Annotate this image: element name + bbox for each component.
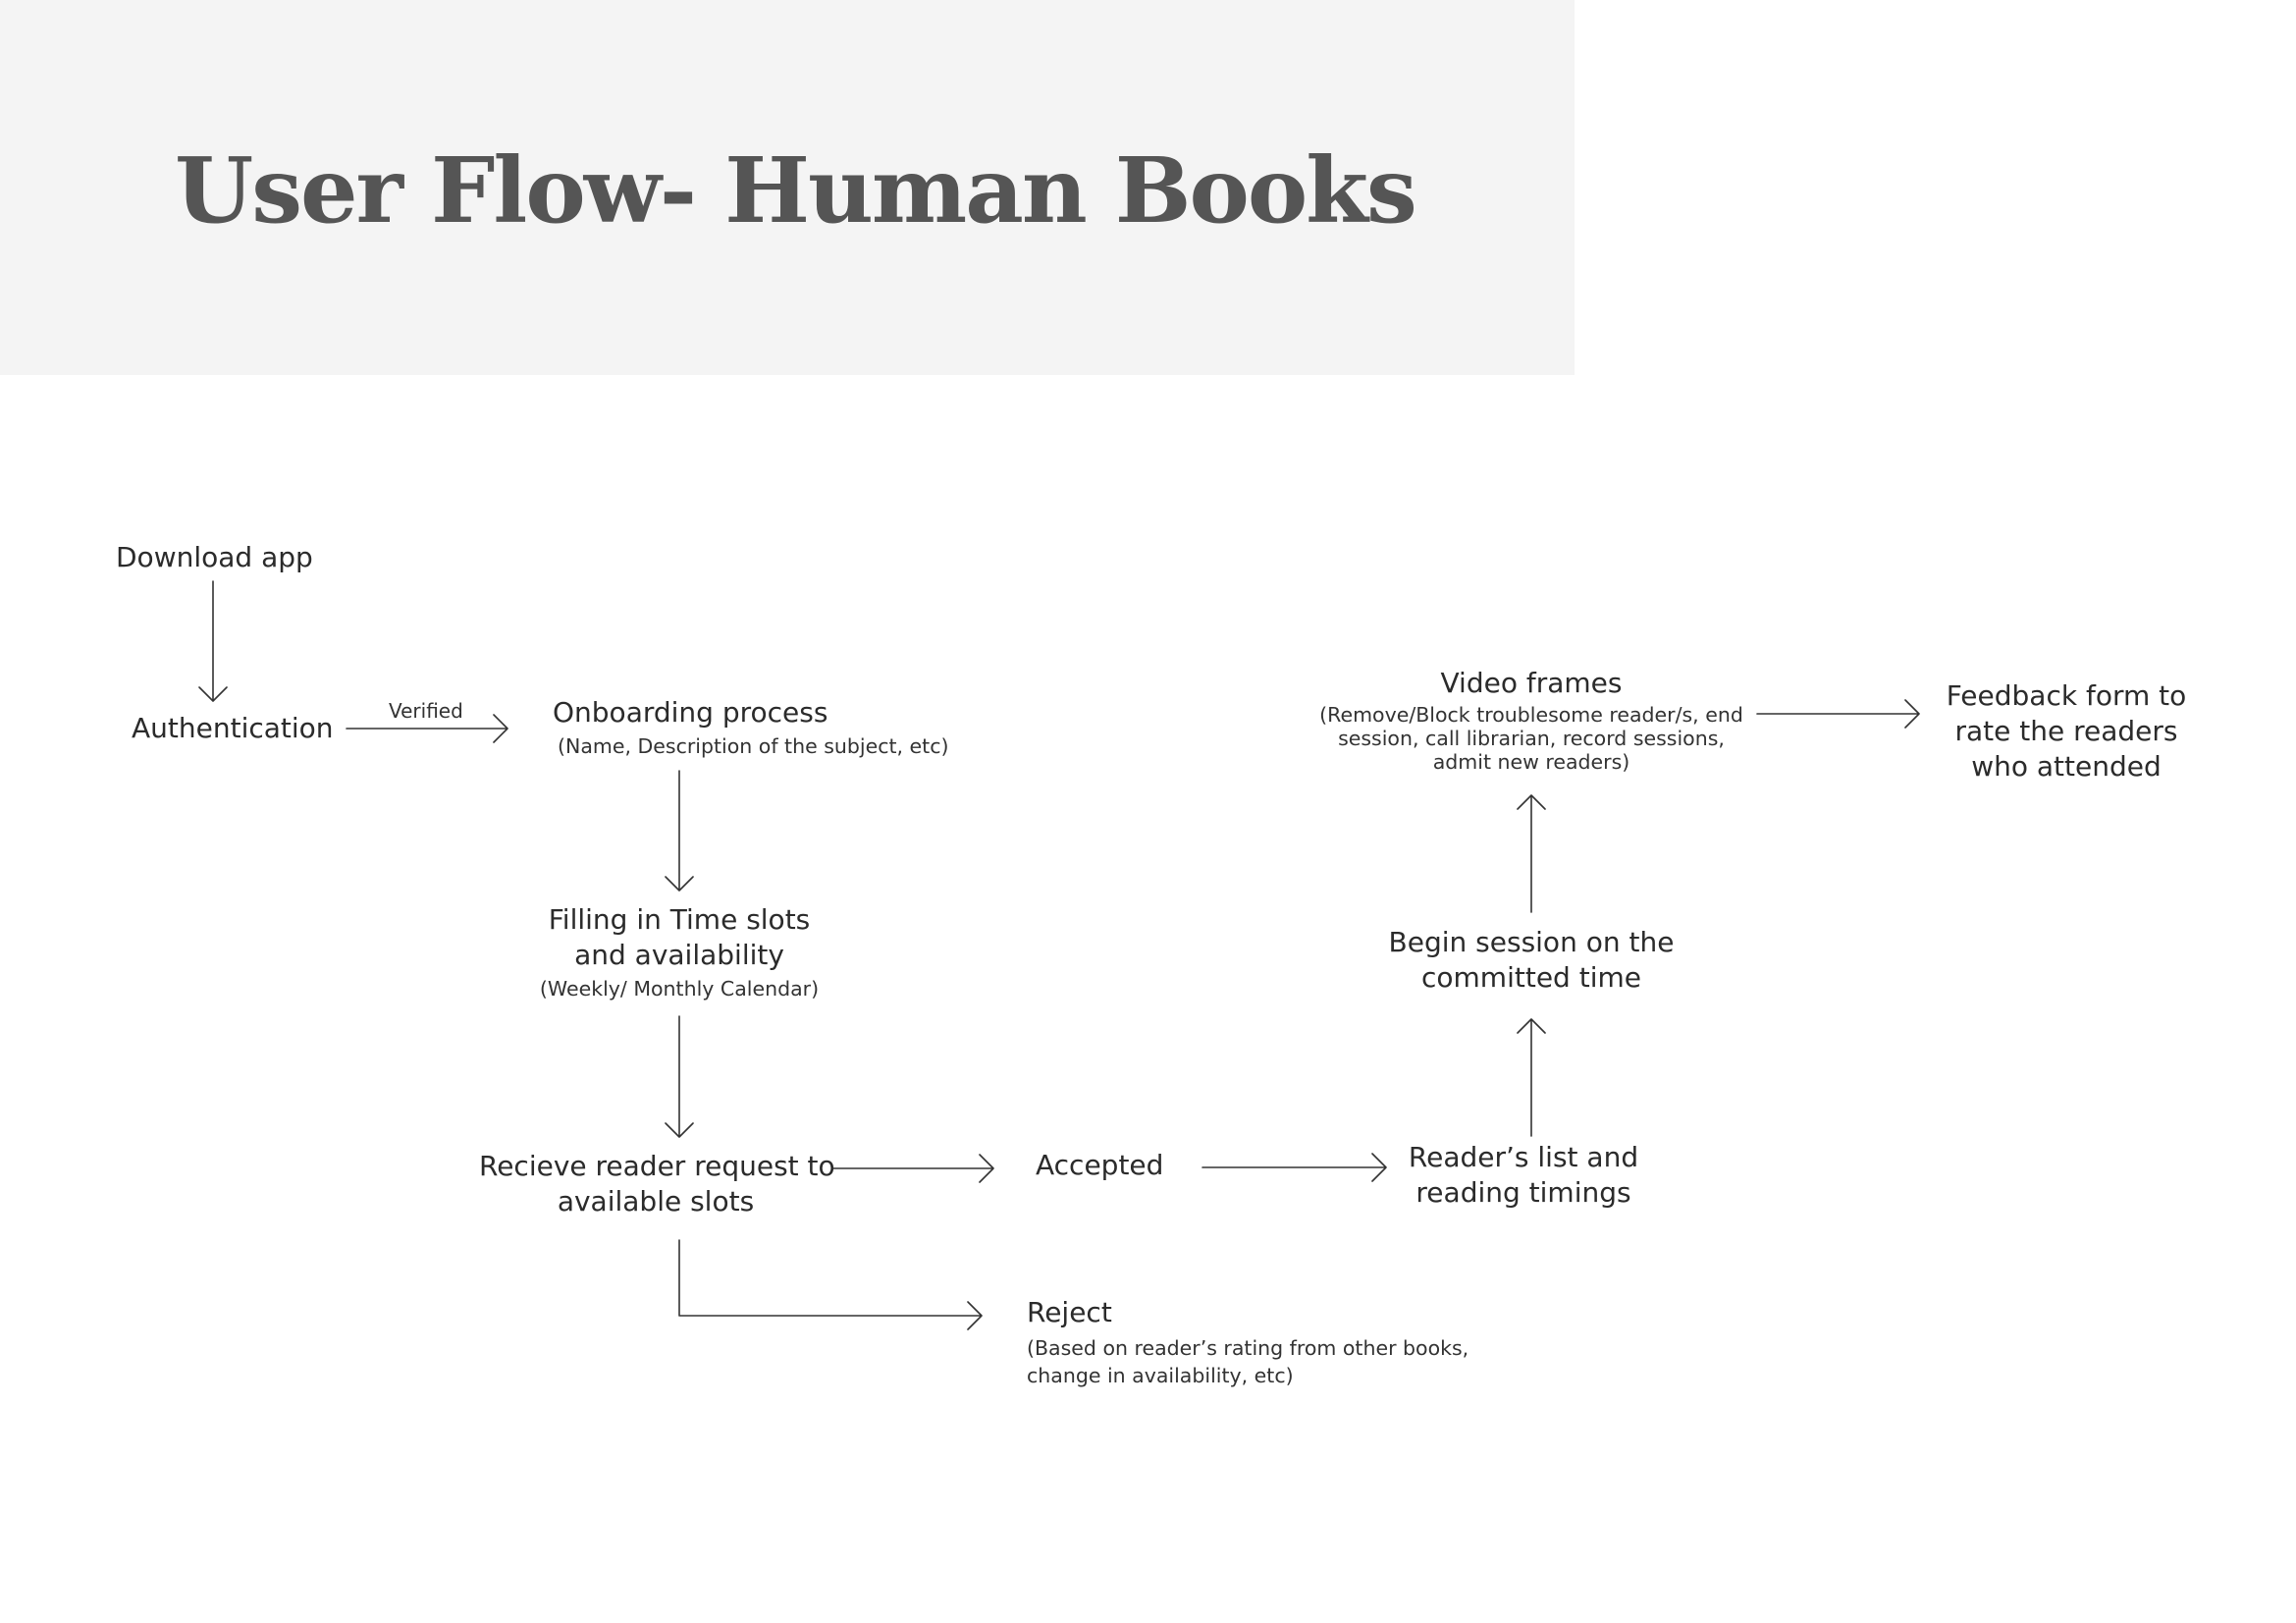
node-title-line-1: Begin session on the bbox=[1388, 926, 1675, 958]
node-subtitle-line-1: (Remove/Block troublesome reader/s, end bbox=[1319, 703, 1743, 727]
arrow-video-to-feedback bbox=[1756, 699, 1920, 729]
node-subtitle-line-2: change in availability, etc) bbox=[1027, 1364, 1294, 1387]
node-title-line-2: committed time bbox=[1421, 961, 1641, 994]
node-authentication: Authentication bbox=[132, 711, 334, 746]
node-feedback-form: Feedback form to rate the readers who at… bbox=[1919, 678, 2214, 784]
node-subtitle-line-1: (Based on reader’s rating from other boo… bbox=[1027, 1336, 1469, 1360]
arrow-onboarding-to-timeslots bbox=[665, 770, 694, 892]
arrow-download-to-auth bbox=[198, 580, 228, 702]
node-title-line-2: available slots bbox=[557, 1185, 755, 1217]
arrow-begin-session-to-video bbox=[1517, 794, 1546, 913]
arrow-readers-list-to-begin-session bbox=[1517, 1018, 1546, 1137]
node-begin-session: Begin session on the committed time bbox=[1374, 925, 1688, 996]
node-subtitle-line-2: session, call librarian, record sessions… bbox=[1338, 727, 1725, 750]
node-subtitle: (Weekly/ Monthly Calendar) bbox=[539, 977, 820, 1001]
arrow-timeslots-to-request bbox=[665, 1015, 694, 1138]
node-receive-request: Recieve reader request to available slot… bbox=[479, 1149, 835, 1219]
node-title-line-3: who attended bbox=[1971, 750, 2162, 783]
node-title: Video frames bbox=[1440, 667, 1623, 699]
node-download-app: Download app bbox=[116, 540, 313, 575]
arrow-auth-to-onboarding bbox=[346, 714, 508, 743]
node-title: Authentication bbox=[132, 712, 334, 744]
node-accepted: Accepted bbox=[1036, 1148, 1163, 1183]
node-title-line-2: rate the readers bbox=[1954, 715, 2178, 747]
node-time-slots: Filling in Time slots and availability (… bbox=[532, 902, 827, 1001]
node-title: Download app bbox=[116, 541, 313, 573]
arrow-accepted-to-readers-list bbox=[1201, 1153, 1387, 1182]
node-title-line-1: Filling in Time slots bbox=[548, 903, 811, 936]
node-subtitle-line-3: admit new readers) bbox=[1432, 750, 1630, 774]
node-reject: Reject (Based on reader’s rating from ot… bbox=[1027, 1295, 1468, 1387]
node-title-line-2: and availability bbox=[574, 939, 784, 971]
node-onboarding-process: Onboarding process (Name, Description of… bbox=[553, 695, 948, 758]
node-title-line-1: Reader’s list and bbox=[1408, 1141, 1639, 1173]
node-title-line-1: Feedback form to bbox=[1946, 679, 2187, 712]
arrow-request-to-reject bbox=[678, 1239, 983, 1330]
node-subtitle: (Name, Description of the subject, etc) bbox=[558, 734, 949, 758]
node-title: Accepted bbox=[1036, 1149, 1164, 1181]
node-title-line-1: Recieve reader request to bbox=[479, 1150, 835, 1182]
title-banner bbox=[0, 0, 1575, 375]
node-title: Onboarding process bbox=[553, 696, 828, 729]
edge-label-verified: Verified bbox=[389, 699, 463, 723]
arrow-request-to-accepted bbox=[831, 1154, 994, 1183]
node-readers-list: Reader’s list and reading timings bbox=[1386, 1140, 1661, 1211]
node-title: Reject bbox=[1027, 1296, 1112, 1328]
node-video-frames: Video frames (Remove/Block troublesome r… bbox=[1306, 666, 1757, 774]
node-title-line-2: reading timings bbox=[1415, 1176, 1631, 1209]
page-title: User Flow- Human Books bbox=[175, 137, 1417, 243]
